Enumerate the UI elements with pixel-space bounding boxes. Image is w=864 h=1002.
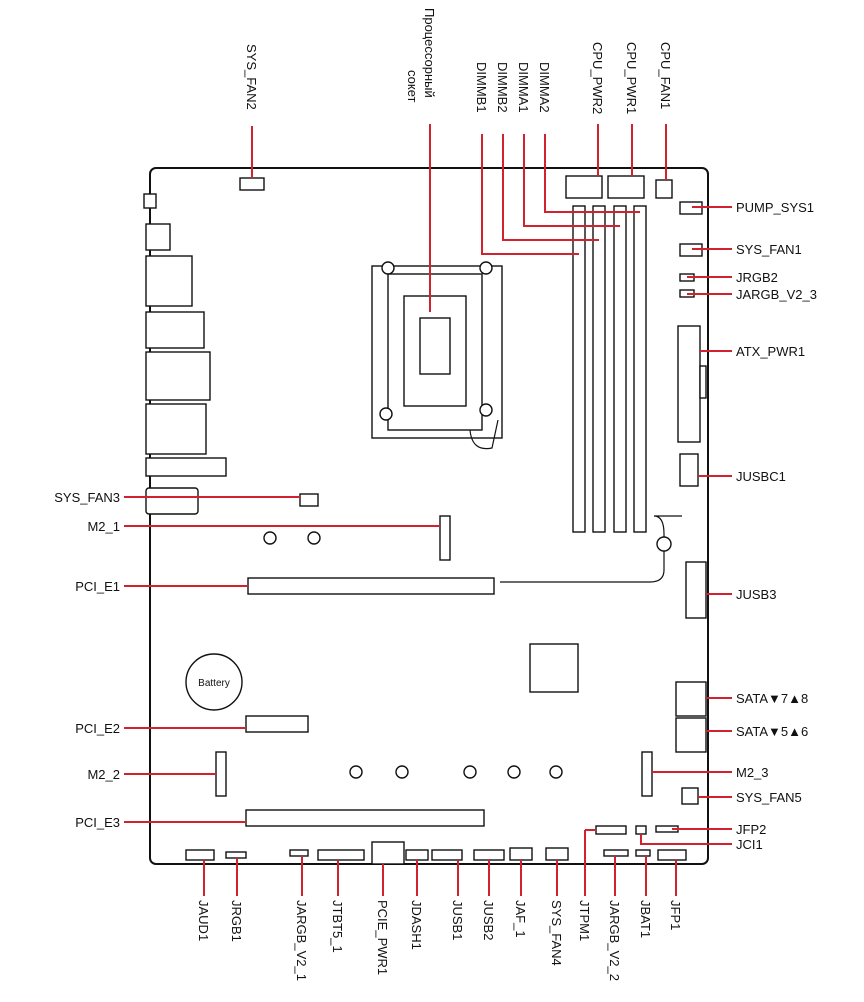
label-sys-fan2: SYS_FAN2 bbox=[244, 44, 259, 110]
label-m2-2: M2_2 bbox=[87, 767, 120, 782]
label-jtbt5-1: JTBT5_1 bbox=[330, 900, 345, 953]
label-sys-fan4: SYS_FAN4 bbox=[549, 900, 564, 966]
label-jaud1: JAUD1 bbox=[196, 900, 211, 941]
label-socket-line2: сокет bbox=[405, 70, 420, 103]
cpu-power-connectors bbox=[565, 175, 673, 199]
label-socket-line1: Процессорный bbox=[422, 8, 437, 98]
label-dimmb2: DIMMB2 bbox=[495, 62, 510, 113]
label-pump-sys1: PUMP_SYS1 bbox=[736, 200, 814, 215]
label-cpu-pwr1: CPU_PWR1 bbox=[624, 42, 639, 114]
label-jfp1: JFP1 bbox=[668, 900, 683, 930]
label-jargb-v2-1: JARGB_V2_1 bbox=[294, 900, 309, 981]
label-dimma2: DIMMA2 bbox=[537, 62, 552, 113]
chipset bbox=[529, 643, 579, 693]
dimm-slots bbox=[572, 205, 647, 533]
label-pci-e1: PCI_E1 bbox=[75, 579, 120, 594]
label-jdash1: JDASH1 bbox=[409, 900, 424, 950]
label-m2-1: M2_1 bbox=[87, 519, 120, 534]
rear-io-panel bbox=[143, 193, 227, 515]
label-jaf-1: JAF_1 bbox=[513, 900, 528, 938]
battery: Battery bbox=[185, 653, 243, 711]
label-jrgb1: JRGB1 bbox=[229, 900, 244, 942]
label-jbat1: JBAT1 bbox=[638, 900, 653, 938]
label-jargb-v2-2: JARGB_V2_2 bbox=[607, 900, 622, 981]
m2-slots bbox=[215, 515, 653, 797]
label-dimmb1: DIMMB1 bbox=[474, 62, 489, 113]
label-pci-e2: PCI_E2 bbox=[75, 721, 120, 736]
label-sata56: SATA▼5▲6 bbox=[736, 724, 808, 739]
label-dimma1: DIMMA1 bbox=[516, 62, 531, 113]
label-m2-3: M2_3 bbox=[736, 765, 769, 780]
label-jci1: JCI1 bbox=[736, 837, 763, 852]
label-sys-fan5: SYS_FAN5 bbox=[736, 790, 802, 805]
label-sata78: SATA▼7▲8 bbox=[736, 691, 808, 706]
label-jtpm1: JTPM1 bbox=[577, 900, 592, 941]
cpu-socket bbox=[371, 261, 503, 450]
pcie-slots bbox=[245, 515, 682, 827]
label-jfp2: JFP2 bbox=[736, 822, 766, 837]
label-pcie-pwr1: PCIE_PWR1 bbox=[375, 900, 390, 975]
label-cpu-fan1: CPU_FAN1 bbox=[658, 42, 673, 109]
battery-label: Battery bbox=[198, 678, 230, 689]
label-pci-e3: PCI_E3 bbox=[75, 815, 120, 830]
right-headers bbox=[675, 201, 707, 805]
leader-lines bbox=[124, 124, 732, 896]
sys-fan3-header bbox=[299, 493, 319, 507]
bottom-headers bbox=[185, 825, 687, 865]
label-sys-fan3: SYS_FAN3 bbox=[54, 490, 120, 505]
label-jusbc1: JUSBC1 bbox=[736, 469, 786, 484]
label-jargb-v2-3: JARGB_V2_3 bbox=[736, 287, 817, 302]
label-cpu-pwr2: CPU_PWR2 bbox=[590, 42, 605, 114]
label-sys-fan1: SYS_FAN1 bbox=[736, 242, 802, 257]
label-jusb2: JUSB2 bbox=[481, 900, 496, 940]
label-jusb1: JUSB1 bbox=[450, 900, 465, 940]
sys-fan2-header bbox=[239, 177, 265, 191]
label-jrgb2: JRGB2 bbox=[736, 270, 778, 285]
label-atx-pwr1: ATX_PWR1 bbox=[736, 344, 805, 359]
label-jusb3: JUSB3 bbox=[736, 587, 776, 602]
mounting-holes bbox=[263, 531, 672, 779]
